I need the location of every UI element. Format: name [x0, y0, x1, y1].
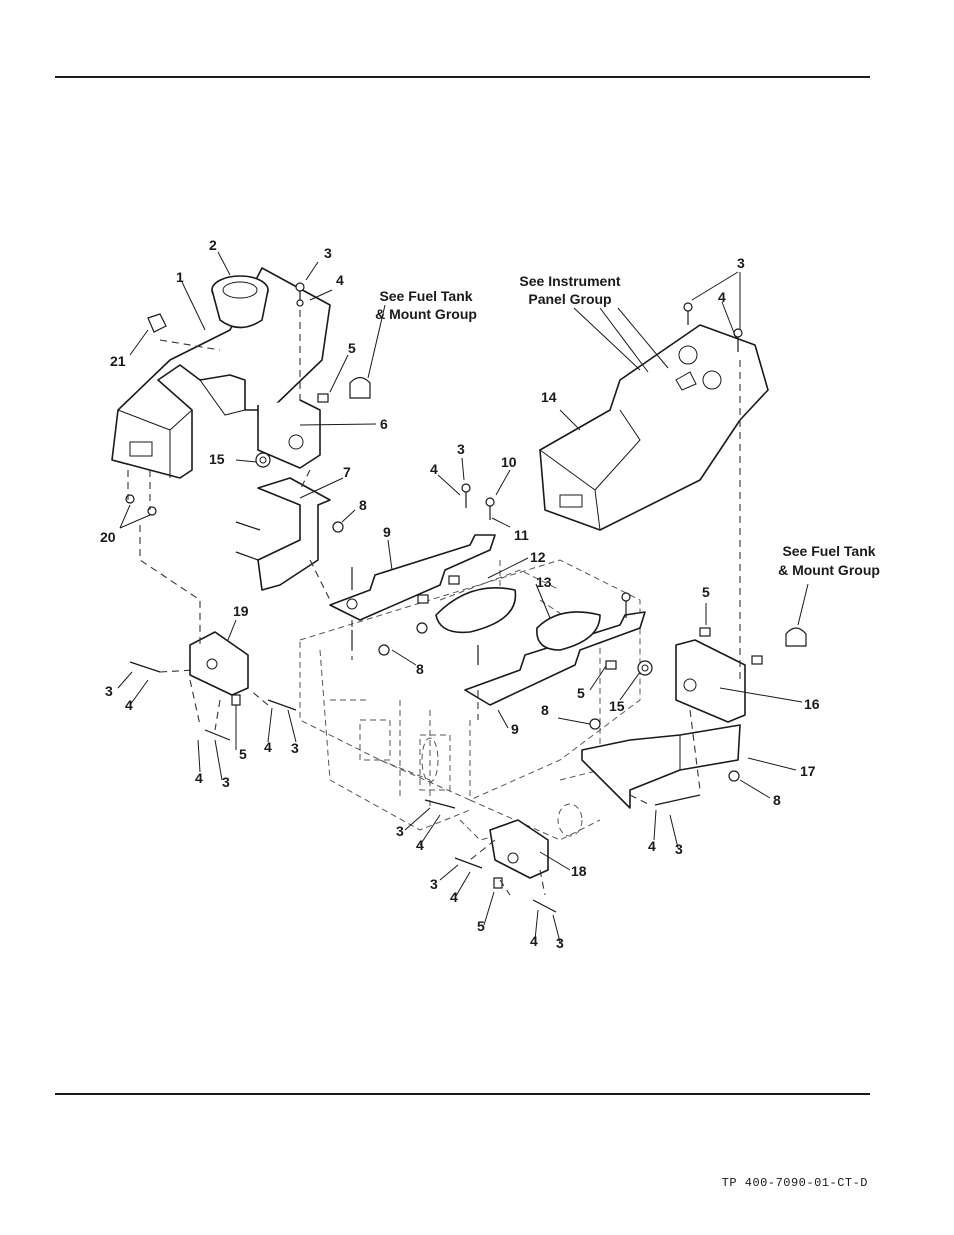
bottom-rule [55, 1093, 870, 1095]
callout-3: 3 [396, 823, 404, 839]
left-bracket-19 [189, 631, 249, 696]
callout-5: 5 [577, 685, 585, 701]
callout-9: 9 [511, 721, 519, 737]
right-support-bracket-16 [675, 639, 746, 723]
right-console-housing [539, 324, 769, 531]
callout-3: 3 [556, 935, 564, 951]
reference-notes: See Fuel Tank & Mount Group See Instrume… [375, 273, 880, 578]
hardware [125, 282, 807, 913]
callout-18: 18 [571, 863, 587, 879]
tank-mount-bracket-7 [257, 477, 331, 591]
note-fuel-tank-b-line2: & Mount Group [778, 562, 880, 578]
callout-19: 19 [233, 603, 249, 619]
document-id: TP 400-7090-01-CT-D [721, 1176, 868, 1190]
callout-4: 4 [336, 272, 344, 288]
note-fuel-tank-a-line1: See Fuel Tank [379, 288, 472, 304]
fuel-filler-neck [211, 275, 269, 329]
callout-5: 5 [239, 746, 247, 762]
callout-4: 4 [125, 697, 133, 713]
callout-3: 3 [457, 441, 465, 457]
callout-8: 8 [541, 702, 549, 718]
callout-17: 17 [800, 763, 816, 779]
lower-bracket-17 [581, 724, 741, 809]
callout-8: 8 [773, 792, 781, 808]
callout-15: 15 [609, 698, 625, 714]
callout-10: 10 [501, 454, 517, 470]
callout-1: 1 [176, 269, 184, 285]
top-rule [55, 76, 870, 78]
callout-4: 4 [718, 289, 726, 305]
assembly-lines [127, 310, 741, 896]
callout-13: 13 [536, 574, 552, 590]
callout-2: 2 [209, 237, 217, 253]
callout-3: 3 [324, 245, 332, 261]
callout-7: 7 [343, 464, 351, 480]
note-fuel-tank-a-line2: & Mount Group [375, 306, 477, 322]
callout-15: 15 [209, 451, 225, 467]
callout-3: 3 [430, 876, 438, 892]
callout-16: 16 [804, 696, 820, 712]
callout-4: 4 [430, 461, 438, 477]
left-console-housing [111, 267, 331, 479]
callout-20: 20 [100, 529, 116, 545]
note-instrument-line2: Panel Group [528, 291, 611, 307]
callout-11: 11 [514, 527, 529, 543]
callout-21: 21 [110, 353, 126, 369]
mount-plate-12 [435, 587, 517, 634]
callout-14: 14 [541, 389, 557, 405]
callout-3: 3 [675, 841, 683, 857]
note-instrument-line1: See Instrument [519, 273, 620, 289]
callout-8: 8 [359, 497, 367, 513]
callout-4: 4 [450, 889, 458, 905]
callout-3: 3 [737, 255, 745, 271]
callout-4: 4 [264, 739, 272, 755]
tank-support-bracket-6 [257, 399, 321, 469]
callout-8: 8 [416, 661, 424, 677]
note-fuel-tank-b-line1: See Fuel Tank [782, 543, 875, 559]
callout-4: 4 [195, 770, 203, 786]
callout-4: 4 [530, 933, 538, 949]
callout-5: 5 [702, 584, 710, 600]
callout-6: 6 [380, 416, 388, 432]
callout-5: 5 [477, 918, 485, 934]
callout-4: 4 [416, 837, 424, 853]
callout-3: 3 [222, 774, 230, 790]
callout-4: 4 [648, 838, 656, 854]
callout-5: 5 [348, 340, 356, 356]
mount-plate-13 [536, 611, 601, 651]
leader-lines [117, 251, 809, 943]
support-plate-9-lower [464, 611, 646, 706]
support-plate-9-upper [329, 534, 496, 621]
lower-bracket-18 [489, 819, 549, 879]
callout-labels: 1 2 3 4 5 6 7 8 9 10 11 12 13 14 15 16 1… [100, 237, 820, 951]
callout-9: 9 [383, 524, 391, 540]
callout-12: 12 [530, 549, 546, 565]
callout-3: 3 [105, 683, 113, 699]
callout-3: 3 [291, 740, 299, 756]
